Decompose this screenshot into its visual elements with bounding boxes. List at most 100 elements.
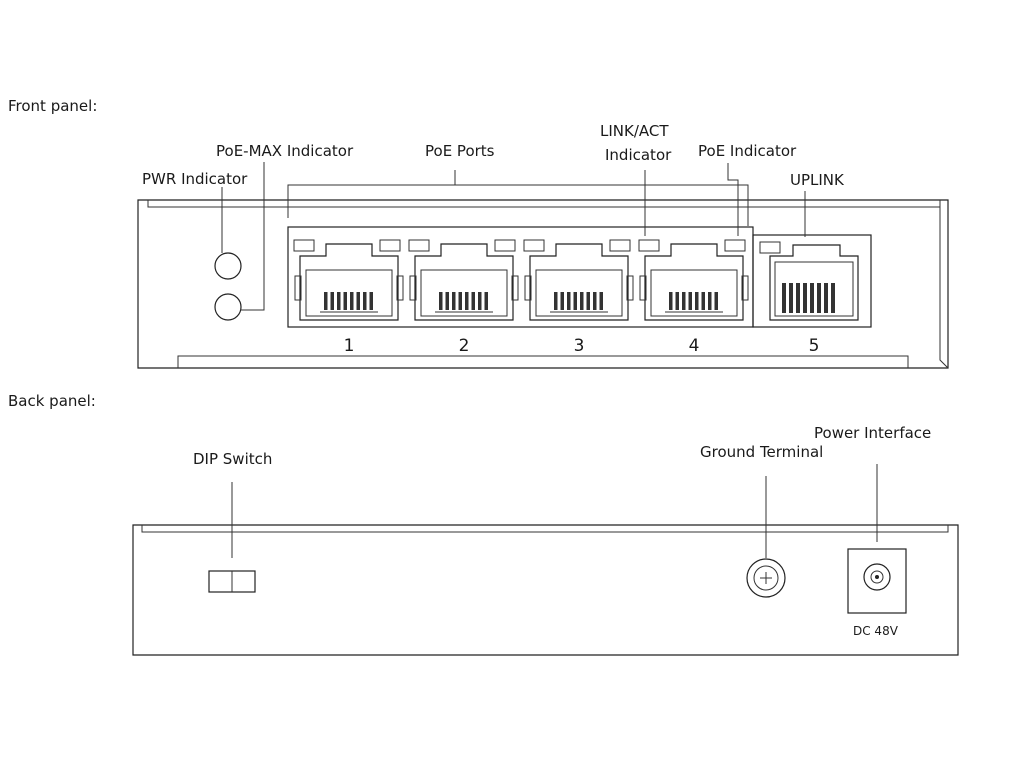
front-chassis-top-edge [147,200,941,208]
rj45-pin [599,292,603,310]
uplink-pin [789,283,793,313]
port-number-1: 1 [344,336,355,356]
poe-ports-label: PoE Ports [425,142,495,160]
uplink-port-block [752,234,872,328]
port-number-4: 4 [689,336,700,356]
ground-terminal-inner [753,565,779,591]
rj45-pin [350,292,354,310]
rj45-pin [669,292,673,310]
pwr-indicator-label: PWR Indicator [142,170,248,188]
rj45-pin [330,292,334,310]
rj45-pin [458,292,462,310]
rj45-pin [452,292,456,310]
rj45-pin [708,292,712,310]
poe-port-1 [293,239,404,321]
dc-voltage-label: DC 48V [853,624,899,638]
uplink-jack-inner [774,261,854,317]
rj45-pin [688,292,692,310]
uplink-pin [803,283,807,313]
power-interface-label: Power Interface [814,424,931,442]
back-chassis [132,524,959,656]
rj45-jack-inner [650,269,738,317]
rj45-latch-left [639,275,647,301]
poe-max-indicator-label: PoE-MAX Indicator [216,142,354,160]
rj45-pin [465,292,469,310]
rj45-pin [675,292,679,310]
link-act-label: LINK/ACT [600,122,669,140]
rj45-pin [324,292,328,310]
poe-port-4 [638,239,749,321]
back-panel-title: Back panel: [8,392,96,410]
rj45-pin [573,292,577,310]
front-chassis-bottom-foot [177,355,909,368]
rj45-jack-inner [535,269,623,317]
rj45-pin [337,292,341,310]
rj45-pin [554,292,558,310]
rj45-pin [478,292,482,310]
rj45-pin [484,292,488,310]
rj45-latch-left [409,275,417,301]
rj45-latch-right [741,275,749,301]
uplink-jack [769,244,859,321]
front-panel-title: Front panel: [8,97,97,115]
uplink-pin [817,283,821,313]
pwr-indicator-led [214,252,242,280]
uplink-pin [831,283,835,313]
rj45-pin [369,292,373,310]
uplink-pin [782,283,786,313]
poe-port-2 [408,239,519,321]
rj45-pin [567,292,571,310]
rj45-pin [714,292,718,310]
poe-led [724,239,746,252]
rj45-pin [580,292,584,310]
poe-max-indicator-led [214,293,242,321]
port-number-5: 5 [809,336,820,356]
ground-screw-cross-icon [760,572,772,584]
poe-port-3 [523,239,634,321]
uplink-pin [810,283,814,313]
power-jack-center [875,575,879,579]
ground-terminal-label: Ground Terminal [700,443,823,461]
power-jack [863,563,891,591]
port-number-3: 3 [574,336,585,356]
front-panel: 1 2 3 4 5 PWR Indicator PoE-MAX Indicato… [137,122,949,369]
poe-led [609,239,631,252]
poe-led [379,239,401,252]
rj45-pin [471,292,475,310]
rj45-pin [682,292,686,310]
rj45-pin [695,292,699,310]
poe-indicator-leader-line [727,163,739,236]
rj45-jack [644,243,744,321]
ground-terminal [746,558,786,598]
rj45-jack [529,243,629,321]
power-interface-housing [847,548,907,614]
rj45-pin [701,292,705,310]
rj45-latch-right [396,275,404,301]
link-act-led [408,239,430,252]
uplink-port [759,241,859,321]
rj45-pin [586,292,590,310]
rj45-jack [414,243,514,321]
back-panel: DIP Switch Ground Terminal Power Interfa… [132,424,959,656]
rj45-pin [356,292,360,310]
rj45-latch-left [294,275,302,301]
rj45-latch-left [524,275,532,301]
front-chassis-side [939,207,949,369]
poe-max-leader-line [241,162,265,311]
uplink-pin [824,283,828,313]
poe-led [494,239,516,252]
rj45-pin [560,292,564,310]
port-number-2: 2 [459,336,470,356]
link-act-led [293,239,315,252]
uplink-label: UPLINK [790,171,845,189]
uplink-pin [796,283,800,313]
link-act-indicator-label: Indicator [605,146,672,164]
rj45-jack-inner [305,269,393,317]
uplink-led [759,241,781,254]
rj45-jack [299,243,399,321]
link-act-led [638,239,660,252]
rj45-pin [439,292,443,310]
dip-switch-label: DIP Switch [193,450,272,468]
rj45-latch-right [626,275,634,301]
